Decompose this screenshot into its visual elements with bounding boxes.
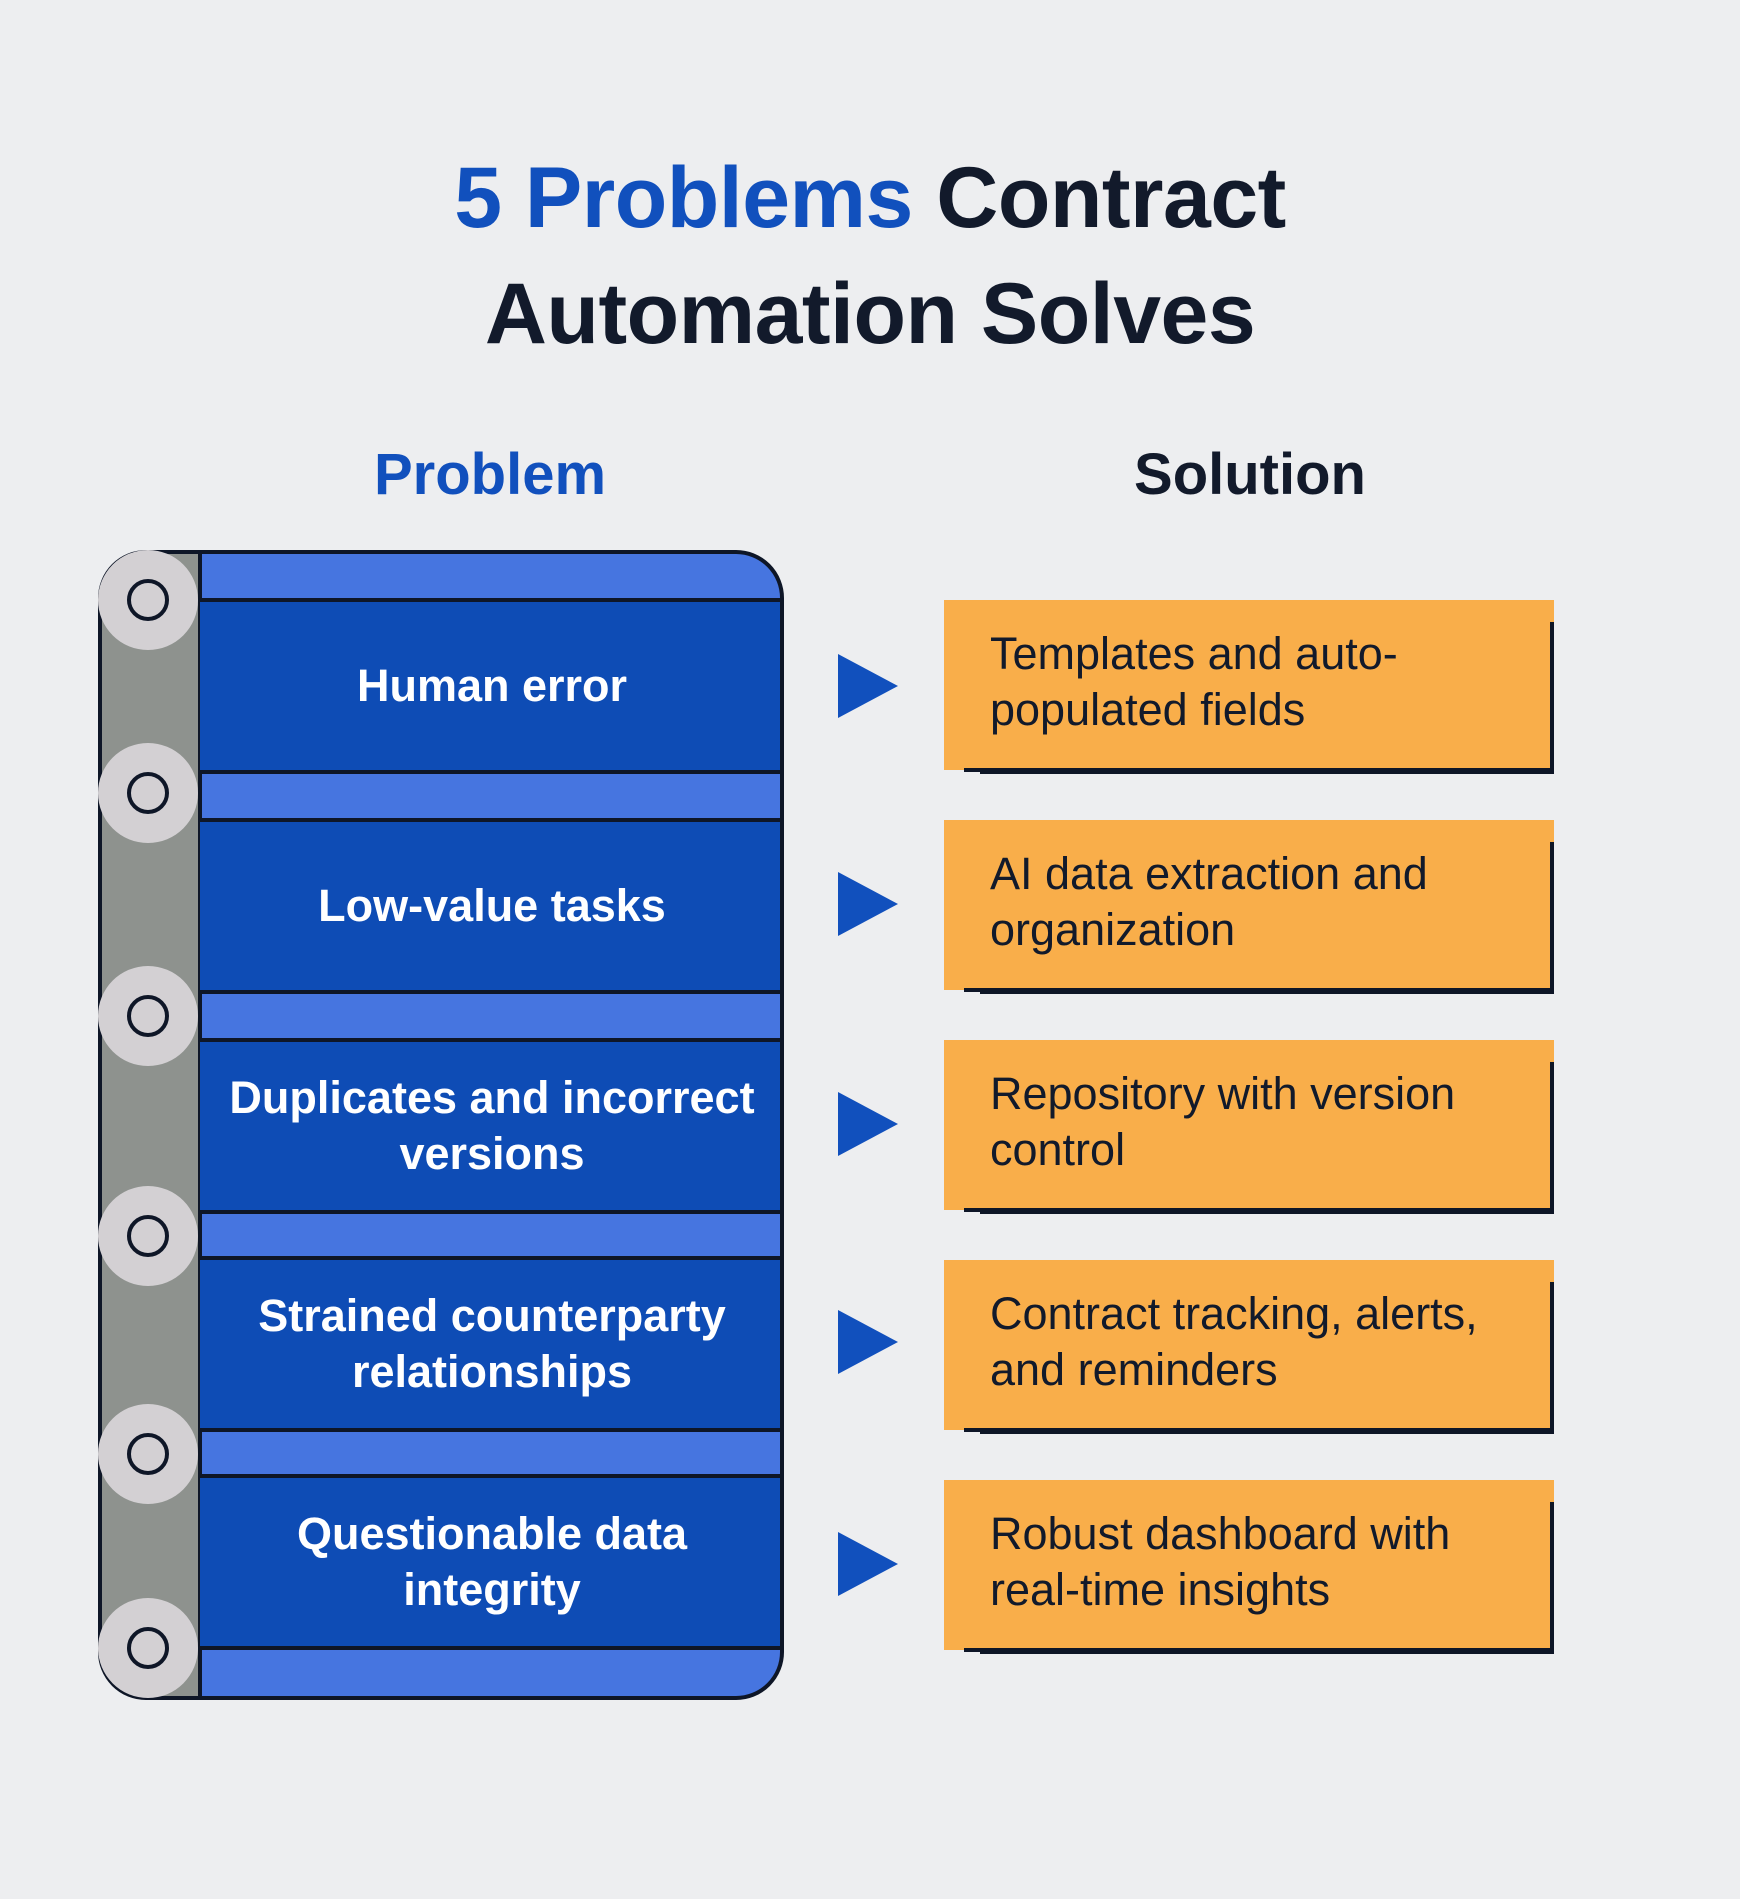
- roller-icon: [98, 1186, 198, 1286]
- conveyor-board: Human error Low-value tasks Duplicates a…: [98, 550, 784, 1700]
- arrow-right-icon: [838, 1310, 898, 1374]
- solution-edge: [964, 768, 1554, 772]
- problem-label-4: Strained counterparty relationships: [258, 1290, 726, 1397]
- solution-box-1: Templates and auto-populated fields: [944, 600, 1554, 770]
- arrow-right-icon: [838, 1532, 898, 1596]
- arrow-right-icon: [838, 1092, 898, 1156]
- problem-label-5: Questionable data integrity: [296, 1508, 688, 1615]
- problem-box-5: Questionable data integrity: [200, 1474, 780, 1650]
- solution-edge: [964, 1208, 1554, 1212]
- problem-box-1: Human error: [200, 598, 780, 774]
- solution-edge: [964, 1648, 1554, 1652]
- problem-label-3: Duplicates and incorrect versions: [229, 1072, 755, 1179]
- solution-edge: [1550, 1282, 1554, 1432]
- problem-box-4: Strained counterparty relationships: [200, 1256, 780, 1432]
- solution-label-4: Contract tracking, alerts, and reminders: [990, 1288, 1478, 1395]
- title-line2: Automation Solves: [484, 266, 1256, 362]
- conveyor-rail: [102, 554, 202, 1696]
- solution-column-header: Solution: [1134, 442, 1366, 507]
- problem-box-3: Duplicates and incorrect versions: [200, 1038, 780, 1214]
- infographic-title: 5 Problems Contract Automation Solves: [0, 140, 1740, 372]
- solution-edge: [1550, 842, 1554, 992]
- problem-label-1: Human error: [356, 660, 628, 711]
- problem-column-header: Problem: [373, 442, 607, 507]
- title-line1-rest: Contract: [912, 150, 1286, 246]
- arrow-right-icon: [838, 872, 898, 936]
- arrow-right-icon: [838, 654, 898, 718]
- title-accent: 5 Problems: [454, 150, 913, 246]
- solution-edge: [964, 988, 1554, 992]
- solution-box-3: Repository with version control: [944, 1040, 1554, 1210]
- roller-icon: [98, 966, 198, 1066]
- roller-icon: [98, 743, 198, 843]
- solution-label-5: Robust dashboard with real-time insights: [990, 1508, 1451, 1615]
- solution-box-2: AI data extraction and organization: [944, 820, 1554, 990]
- solution-label-2: AI data extraction and organization: [990, 848, 1428, 955]
- roller-icon: [98, 1598, 198, 1698]
- solution-box-5: Robust dashboard with real-time insights: [944, 1480, 1554, 1650]
- roller-icon: [98, 1404, 198, 1504]
- solution-edge: [1550, 622, 1554, 772]
- problem-box-2: Low-value tasks: [200, 818, 780, 994]
- solution-label-3: Repository with version control: [990, 1068, 1456, 1175]
- solution-edge: [964, 1428, 1554, 1432]
- solution-edge: [1550, 1502, 1554, 1652]
- solution-label-1: Templates and auto-populated fields: [990, 628, 1398, 735]
- solution-edge: [1550, 1062, 1554, 1212]
- problem-label-2: Low-value tasks: [318, 880, 666, 931]
- roller-icon: [98, 550, 198, 650]
- solution-box-4: Contract tracking, alerts, and reminders: [944, 1260, 1554, 1430]
